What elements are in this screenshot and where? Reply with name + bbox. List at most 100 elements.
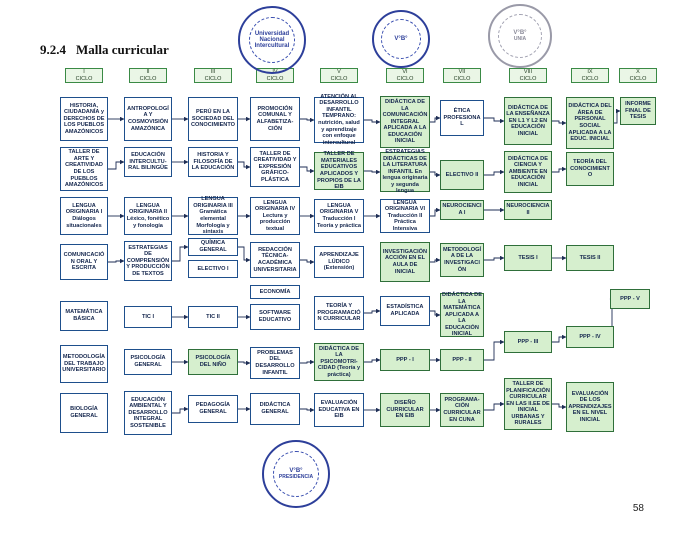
- page-number: 58: [632, 503, 644, 514]
- prerequisite-arrow: [172, 406, 189, 414]
- course-box: ÉTICA PROFESIONAL: [440, 100, 484, 136]
- course-box: PPP - II: [440, 349, 484, 371]
- course-box: PSICOLOGÍA DEL NIÑO: [188, 349, 238, 375]
- prerequisite-arrow: [300, 166, 315, 174]
- course-box: LENGUA ORIGINARIA I Diálogos situacional…: [60, 197, 108, 235]
- course-box: PROMOCIÓN COMUNAL Y ALFABETIZA-CIÓN: [250, 97, 300, 141]
- cycle-header: IX CICLO: [571, 68, 609, 83]
- course-box: DIDÁCTICA DE LA MATEMÁTICA APLICADA A LA…: [440, 292, 484, 337]
- course-box: NEUROCIENCIA II: [504, 200, 552, 220]
- course-box: EDUCACIÓN INTERCULTU-RAL BILINGÜE: [124, 147, 172, 177]
- course-box: TALLER DE CREATIVIDAD Y EXPRESIÓN GRÁFIC…: [250, 147, 300, 187]
- course-box: DIDÁCTICA DE LA ENSEÑANZA EN L1 Y L2 EN …: [504, 97, 552, 145]
- course-box: APRENDIZAJE LÚDICO (Extensión): [314, 246, 364, 278]
- cycle-header: VIII CICLO: [509, 68, 547, 83]
- course-box: TALLER DE PLANIFICACIÓN CURRICULAR EN LA…: [504, 378, 552, 430]
- prerequisite-arrow: [172, 244, 189, 262]
- prerequisite-arrow: [552, 334, 567, 343]
- seal-top-right-stamp: V°B°UNIA: [488, 4, 552, 68]
- prerequisite-arrow: [484, 339, 505, 361]
- stamp-text: UNIA: [513, 36, 527, 42]
- course-box: QUÍMICA GENERAL: [188, 238, 238, 256]
- course-box: ESTADÍSTICA APLICADA: [380, 296, 430, 326]
- cycle-header: V CICLO: [320, 68, 358, 83]
- course-box: ECONOMÍA: [250, 285, 300, 299]
- section-title: Malla curricular: [76, 42, 169, 57]
- course-box: DIDÁCTICA DE CIENCIA Y AMBIENTE EN EDUCA…: [504, 151, 552, 193]
- course-box: COMUNICACIÓN ORAL Y ESCRITA: [60, 244, 108, 280]
- stamp-text: V°B°: [394, 35, 408, 42]
- course-box: DISEÑO CURRICULAR EN EIB: [380, 393, 430, 427]
- cycle-header: X CICLO: [619, 68, 657, 83]
- prerequisite-arrow: [238, 161, 251, 170]
- course-box: TALLER DE ARTE Y CREATIVIDAD DE LOS PUEB…: [60, 147, 108, 191]
- prerequisite-arrow: [300, 259, 315, 265]
- course-box: TESIS I: [504, 245, 552, 271]
- course-box: ESTRATEGIAS DE COMPRENSIÓN Y PRODUCCIÓN …: [124, 241, 172, 281]
- course-box: HISTORIA, CIUDADANÍA y DERECHOS DE LOS P…: [60, 97, 108, 141]
- prerequisite-arrow: [430, 207, 441, 217]
- course-box: LENGUA ORIGINARIA II Léxico, fonético y …: [124, 197, 172, 235]
- course-box: TEORÍA Y PROGRAMACIÓN CURRICULAR: [314, 296, 364, 330]
- course-box: PPP - I: [380, 349, 430, 371]
- stamp-text: PRESIDENCIA: [278, 473, 314, 480]
- course-box: HISTORIA Y FILOSOFÍA DE LA EDUCACIÓN: [188, 147, 238, 177]
- cycle-header: II CICLO: [129, 68, 167, 83]
- course-box: ELECTIVO II: [440, 160, 484, 190]
- cycle-header: I CICLO: [65, 68, 103, 83]
- course-box: TESIS II: [566, 245, 614, 271]
- seal-bottom-stamp: V°B°PRESIDENCIA: [262, 440, 330, 508]
- prerequisite-arrow: [552, 120, 567, 126]
- course-box: DIDÁCTICA DE LA PSICOMOTRI-CIDAD (Teoría…: [314, 343, 364, 381]
- course-box: ANTROPOLOGÍA Y COSMOVISIÓN AMAZÓNICA: [124, 97, 172, 141]
- prerequisite-arrow: [484, 401, 505, 411]
- course-box: METODOLOGÍA DEL TRABAJO UNIVERSITARIO: [60, 345, 108, 383]
- prerequisite-arrow: [364, 169, 381, 175]
- course-box: EVALUACIÓN EDUCATIVA EN EIB: [314, 393, 364, 427]
- prerequisite-arrow: [430, 115, 441, 123]
- course-box: DIDÁCTICA DE LA COMUNICACIÓN INTEGRAL AP…: [380, 96, 430, 148]
- course-box: METODOLOGÍA DE LA INVESTIGACIÓN: [440, 243, 484, 277]
- cycle-header: VI CICLO: [386, 68, 424, 83]
- course-box: TALLER DE MATERIALES EDUCATIVOS APLICADO…: [314, 151, 364, 190]
- course-box: SOFTWARE EDUCATIVO: [250, 304, 300, 330]
- stamp-text: Universidad Nacional Intercultural: [254, 30, 290, 49]
- course-box: LENGUA ORIGINARIA III Gramática elementa…: [188, 196, 238, 235]
- prerequisite-arrow: [108, 258, 125, 264]
- course-box: EVALUACIÓN DE LOS APRENDIZAJES EN EL NIV…: [566, 382, 614, 432]
- course-box: INVESTIGACIÓN ACCIÓN EN EL AULA DE INICI…: [380, 242, 430, 282]
- course-box: TIC II: [188, 306, 238, 328]
- prerequisite-arrow: [364, 119, 381, 125]
- prerequisite-arrow: [484, 117, 505, 124]
- prerequisite-arrow: [430, 171, 441, 178]
- prerequisite-arrow: [430, 257, 441, 263]
- prerequisite-arrow: [300, 407, 315, 413]
- cycle-header: III CICLO: [194, 68, 232, 83]
- course-box: NEUROCIENCIA I: [440, 200, 484, 220]
- prerequisite-arrow: [484, 169, 505, 176]
- seal-top-left-stamp: Universidad Nacional Intercultural: [238, 6, 306, 74]
- course-box: MATEMÁTICA BÁSICA: [60, 301, 108, 331]
- course-box: EDUCACIÓN AMBIENTAL Y DESARROLLO INTEGRA…: [124, 391, 172, 435]
- course-box: PPP - III: [504, 331, 552, 353]
- cycle-header: VII CICLO: [443, 68, 481, 83]
- course-box: ELECTIVO I: [188, 260, 238, 278]
- course-box: ATENCIÓN AL DESARROLLO INFANTIL TEMPRANO…: [314, 94, 364, 146]
- course-box: PPP - IV: [566, 326, 614, 348]
- prerequisite-arrow: [238, 246, 251, 263]
- prerequisite-arrow: [300, 117, 315, 123]
- course-box: LENGUA ORIGINARIA V Traducción I Teoría …: [314, 199, 364, 233]
- section-number: 9.2.4: [40, 42, 66, 57]
- prerequisite-arrow: [614, 108, 621, 124]
- prerequisite-arrow: [430, 310, 441, 318]
- prerequisite-arrow: [552, 166, 567, 173]
- course-box: LENGUA ORIGINARIA IV Lectura y producció…: [250, 197, 300, 235]
- prerequisite-arrow: [484, 255, 505, 261]
- course-box: BIOLOGÍA GENERAL: [60, 393, 108, 433]
- prerequisite-arrow: [300, 359, 315, 365]
- course-box: LENGUA ORIGINARIA VI Traducción II Práct…: [380, 199, 430, 233]
- prerequisite-arrow: [364, 308, 381, 314]
- prerequisite-arrow: [552, 403, 567, 410]
- course-box: PROGRAMA-CIÓN CURRICULAR EN CUNA: [440, 393, 484, 427]
